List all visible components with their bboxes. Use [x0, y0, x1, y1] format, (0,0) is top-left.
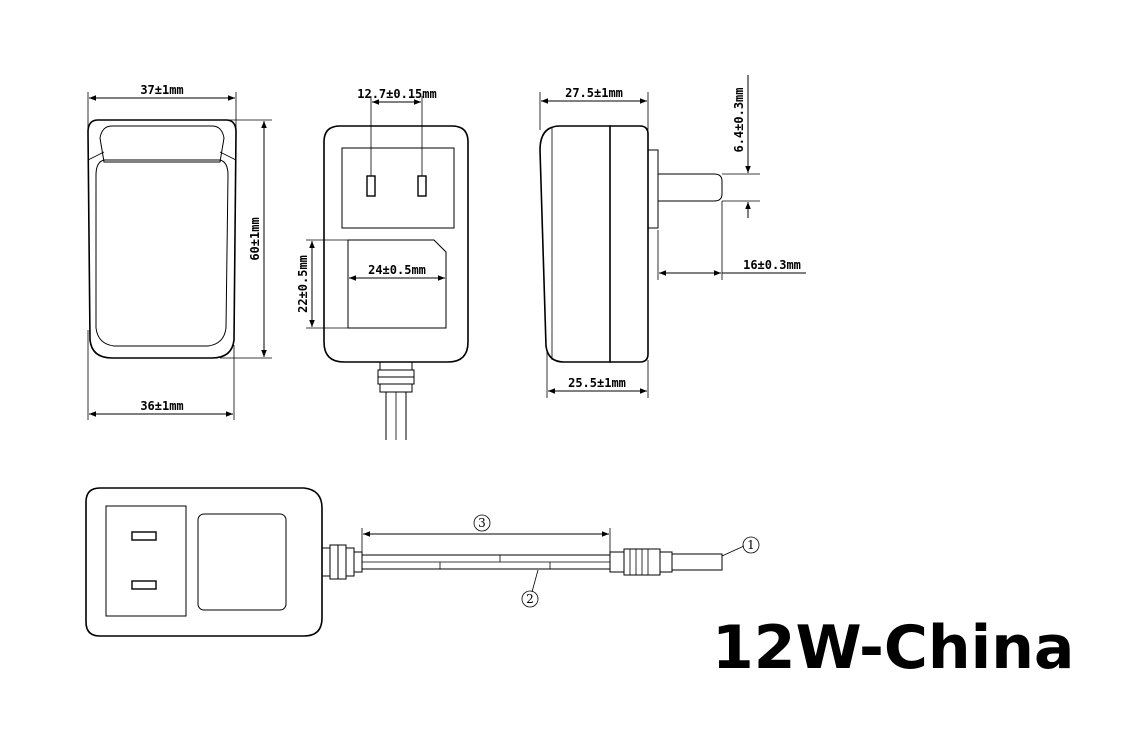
assembly-strain-relief	[353, 551, 363, 573]
dc-plug-collar	[609, 551, 625, 573]
dim-front-bottom-width: 36±1mm	[140, 399, 183, 413]
callout-circle-2	[521, 590, 539, 608]
dim-side-top-depth: 27.5±1mm	[565, 86, 623, 100]
callout-1: 1	[747, 538, 755, 552]
callout-leader-2	[531, 569, 539, 593]
dim-pin-length: 16±0.3mm	[743, 258, 801, 272]
strain-relief	[379, 361, 413, 371]
drawing-title: 12W-China	[712, 613, 1075, 683]
front-face	[95, 159, 229, 347]
callout-3: 3	[478, 516, 486, 530]
dim-front-top-width: 37±1mm	[140, 83, 183, 97]
assembly-strain-relief	[321, 547, 331, 577]
callout-2: 2	[526, 592, 534, 606]
dim-label-width: 24±0.5mm	[368, 263, 426, 277]
callout-leader-1	[721, 545, 745, 557]
strain-relief	[379, 383, 413, 393]
strain-relief	[377, 369, 415, 378]
assembly-plug-recess	[105, 505, 187, 617]
dim-front-height: 60±1mm	[248, 217, 262, 260]
front-edge-line	[219, 151, 237, 161]
dim-pin-thickness: 6.4±0.3mm	[732, 87, 746, 152]
callout-circle-3	[473, 514, 491, 532]
front-edge-line	[87, 151, 105, 161]
side-view: 27.5±1mm 25.5±1mm 6.4±0.3mm 16±0.3mm	[539, 75, 806, 398]
front-view: 37±1mm 36±1mm 60±1mm	[87, 83, 272, 420]
plug-body-outline	[323, 125, 469, 363]
dc-plug-barrel	[671, 553, 723, 571]
dim-label-height: 22±0.5mm	[296, 255, 310, 313]
label-area	[347, 239, 447, 329]
assembly-strain-relief	[345, 547, 355, 577]
side-body-front	[610, 125, 649, 363]
front-top-bevel	[99, 125, 225, 163]
side-plug-base	[647, 149, 659, 229]
plug-pin-left	[366, 175, 376, 197]
side-body-rear	[539, 125, 611, 363]
assembly-view: 3 1 2	[85, 487, 760, 637]
assembly-strain-relief	[337, 544, 347, 580]
dc-plug-neck	[659, 551, 673, 573]
front-body-outline	[87, 119, 237, 359]
assembly-label-area	[197, 513, 287, 611]
strain-relief	[377, 376, 415, 385]
dim-side-bottom-depth: 25.5±1mm	[568, 376, 626, 390]
plug-face-view: 12.7±0.15mm 24±0.5mm 22±0.5mm	[296, 87, 469, 440]
assembly-pin-bottom	[131, 580, 157, 590]
assembly-body-outline	[85, 487, 323, 637]
assembly-strain-relief	[329, 544, 339, 580]
plug-recess	[341, 147, 455, 229]
callout-circle-1	[742, 536, 760, 554]
dim-pin-spacing: 12.7±0.15mm	[357, 87, 436, 101]
assembly-pin-top	[131, 531, 157, 541]
side-pin	[658, 173, 723, 202]
plug-pin-right	[417, 175, 427, 197]
